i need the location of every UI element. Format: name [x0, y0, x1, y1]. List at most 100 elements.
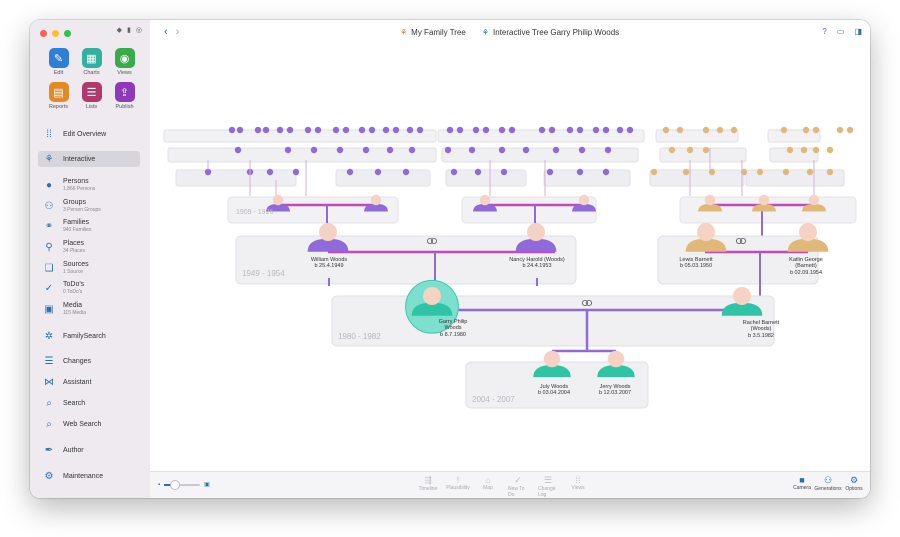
figure-garry-philip-woods[interactable] [405, 279, 459, 334]
ancestor-node[interactable] [444, 146, 452, 154]
person-jerry-woods[interactable]: Jerry Woods b 12.03.2007 [592, 384, 638, 397]
figure-jerry-woods[interactable] [597, 350, 635, 378]
person-nancy-harold[interactable]: Nancy Harold (Woods) b 24.4.1953 [508, 257, 566, 270]
ancestor-node[interactable] [806, 168, 814, 176]
ancestor-node[interactable] [548, 126, 556, 134]
ancestor-node[interactable] [292, 168, 300, 176]
ancestor-node[interactable] [204, 168, 212, 176]
sidebar-item-edit-overview[interactable]: ⁞⁞Edit Overview [38, 126, 140, 142]
ancestor-node[interactable] [604, 146, 612, 154]
ancestor-node[interactable] [836, 126, 844, 134]
ancestor-node[interactable] [374, 168, 382, 176]
sidebar-item-changes[interactable]: ☰Changes [38, 353, 140, 369]
ancestor-figure[interactable] [266, 194, 290, 212]
ancestor-node[interactable] [286, 126, 294, 134]
ancestor-node[interactable] [284, 146, 292, 154]
tile-views[interactable]: ◉Views [108, 48, 141, 76]
ancestor-figure[interactable] [698, 194, 722, 212]
zoom-button[interactable] [64, 30, 71, 37]
ancestor-node[interactable] [800, 146, 808, 154]
tile-edit[interactable]: ✎Edit [42, 48, 75, 76]
ancestor-node[interactable] [626, 126, 634, 134]
zoom-slider[interactable] [164, 480, 201, 489]
tile-lists[interactable]: ☰Lists [75, 82, 108, 110]
minimize-button[interactable] [52, 30, 59, 37]
figure-nancy-harold[interactable] [515, 223, 557, 252]
ancestor-node[interactable] [500, 168, 508, 176]
ancestor-node[interactable] [650, 168, 658, 176]
person-lewis-barnett[interactable]: Lewis Barnett b 05.03.1950 [667, 257, 725, 270]
figure-rachel-barnett[interactable] [721, 287, 763, 316]
ancestor-node[interactable] [276, 126, 284, 134]
ancestor-node[interactable] [662, 126, 670, 134]
ancestor-node[interactable] [314, 126, 322, 134]
sidebar-item-author[interactable]: ✒Author [38, 442, 140, 458]
ancestor-node[interactable] [472, 126, 480, 134]
tile-reports[interactable]: ▤Reports [42, 82, 75, 110]
ancestor-node[interactable] [386, 146, 394, 154]
ancestor-node[interactable] [406, 126, 414, 134]
zoom-out-icon[interactable]: ▪ [158, 481, 161, 488]
ancestor-node[interactable] [602, 168, 610, 176]
person-william-woods[interactable]: William Woods b 25.4.1949 [300, 257, 358, 270]
ancestor-node[interactable] [382, 126, 390, 134]
tile-publish[interactable]: ⇪Publish [108, 82, 141, 110]
toolbar-plausibility[interactable]: !Plausibility [446, 475, 470, 498]
toolbar-change-log[interactable]: ☰Change Log [538, 475, 558, 498]
ancestor-node[interactable] [482, 126, 490, 134]
back-button[interactable]: ‹ [164, 26, 176, 38]
ancestor-node[interactable] [552, 146, 560, 154]
ancestor-node[interactable] [730, 126, 738, 134]
ancestor-node[interactable] [716, 126, 724, 134]
history-icon[interactable]: ◎ [135, 27, 142, 34]
toolbar-generations[interactable]: ⚇Generations [814, 475, 841, 492]
toolbar-options[interactable]: ⚙Options [844, 475, 864, 492]
ancestor-node[interactable] [236, 126, 244, 134]
ancestor-node[interactable] [802, 126, 810, 134]
ancestor-node[interactable] [782, 168, 790, 176]
ancestor-node[interactable] [362, 146, 370, 154]
sidebar-item-interactive[interactable]: ⚘Interactive [38, 151, 140, 167]
person-katlin-george[interactable]: Katlin George (Barnett) b 02.09.1954 [780, 257, 832, 276]
ancestor-node[interactable] [812, 146, 820, 154]
ancestor-node[interactable] [262, 126, 270, 134]
ancestor-node[interactable] [522, 146, 530, 154]
ancestor-node[interactable] [668, 146, 676, 154]
ancestor-node[interactable] [812, 126, 820, 134]
ancestor-node[interactable] [310, 146, 318, 154]
forward-button[interactable]: › [175, 26, 188, 38]
ancestor-node[interactable] [474, 168, 482, 176]
sidebar-item-maintenance[interactable]: ⚙Maintenance [38, 468, 140, 484]
ancestor-node[interactable] [676, 126, 684, 134]
toolbar-camera[interactable]: ■Camera [792, 475, 812, 492]
tile-charts[interactable]: ▦Charts [75, 48, 108, 76]
sidebar-item-familysearch[interactable]: ✲FamilySearch [38, 328, 140, 344]
ancestor-node[interactable] [702, 126, 710, 134]
sidebar-item-web-search[interactable]: ⌕Web Search [38, 416, 140, 432]
ancestor-node[interactable] [266, 168, 274, 176]
ancestor-node[interactable] [846, 126, 854, 134]
ancestor-node[interactable] [468, 146, 476, 154]
ancestor-node[interactable] [592, 126, 600, 134]
ancestor-node[interactable] [538, 126, 546, 134]
toolbar-views[interactable]: ⁞⁞Views [568, 475, 588, 498]
person-garry-philip-woods[interactable]: Garry Philip Woods b 8.7.1980 [432, 319, 474, 338]
ancestor-figure[interactable] [572, 194, 596, 212]
ancestor-node[interactable] [228, 126, 236, 134]
ancestor-node[interactable] [682, 168, 690, 176]
ancestor-node[interactable] [450, 168, 458, 176]
ancestor-node[interactable] [576, 126, 584, 134]
inspector-toggle-icon[interactable]: ◨ [854, 27, 862, 36]
figure-katlin-george[interactable] [787, 223, 829, 252]
ancestor-node[interactable] [368, 126, 376, 134]
ancestor-node[interactable] [342, 126, 350, 134]
ancestor-node[interactable] [826, 146, 834, 154]
ancestor-node[interactable] [546, 168, 554, 176]
ancestor-node[interactable] [304, 126, 312, 134]
ancestor-node[interactable] [686, 146, 694, 154]
ancestor-node[interactable] [786, 146, 794, 154]
